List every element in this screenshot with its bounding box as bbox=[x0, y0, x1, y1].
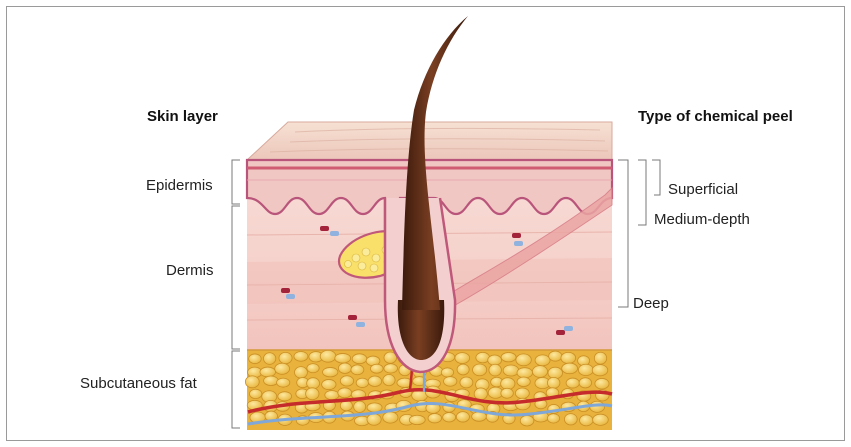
fat-cell bbox=[580, 415, 593, 426]
fat-cell bbox=[549, 351, 562, 361]
fat-cell bbox=[294, 352, 308, 362]
layer-label-subcutaneous-fat: Subcutaneous fat bbox=[80, 375, 197, 392]
peel-depth-brackets bbox=[618, 160, 660, 307]
fat-cell bbox=[383, 412, 398, 423]
fat-cell bbox=[264, 353, 276, 365]
fat-cell bbox=[517, 368, 533, 378]
fat-cell bbox=[443, 413, 456, 422]
fat-cell bbox=[249, 354, 261, 364]
layer-label-epidermis: Epidermis bbox=[146, 177, 213, 194]
fat-cell bbox=[260, 367, 276, 377]
fat-cell bbox=[441, 368, 453, 377]
fat-cell bbox=[455, 353, 470, 364]
fat-cell bbox=[367, 414, 381, 425]
fat-cell bbox=[444, 377, 457, 387]
fat-cell bbox=[516, 354, 531, 366]
fat-cell bbox=[473, 364, 487, 376]
fat-cell bbox=[564, 414, 577, 425]
fat-cell bbox=[501, 388, 513, 398]
fat-cell bbox=[275, 363, 290, 374]
fat-cell bbox=[561, 352, 576, 363]
fat-cell bbox=[501, 352, 516, 361]
fat-cell bbox=[548, 367, 563, 378]
fat-cell bbox=[566, 378, 579, 388]
fat-cell bbox=[578, 364, 593, 375]
fat-cell bbox=[354, 401, 366, 412]
fat-cell bbox=[338, 363, 351, 373]
fat-cell bbox=[325, 390, 339, 399]
fat-cell bbox=[295, 367, 308, 378]
fat-cell bbox=[428, 413, 442, 422]
fat-cell bbox=[264, 376, 279, 386]
fat-cell bbox=[457, 364, 469, 375]
fat-cell bbox=[368, 376, 382, 387]
fat-cell bbox=[307, 378, 320, 389]
skin-layer-heading: Skin layer bbox=[147, 108, 218, 125]
fat-cell bbox=[579, 378, 591, 388]
skin-layer-brackets bbox=[232, 160, 240, 428]
fat-cell bbox=[384, 364, 398, 373]
fat-cell bbox=[520, 416, 534, 427]
fat-cell bbox=[245, 376, 259, 388]
fat-cell bbox=[503, 365, 519, 376]
fat-cell bbox=[547, 377, 560, 388]
fat-cell bbox=[277, 378, 290, 387]
layer-label-dermis: Dermis bbox=[166, 262, 214, 279]
fat-cell bbox=[592, 365, 608, 376]
fat-cell bbox=[460, 377, 473, 388]
fat-cell bbox=[383, 375, 395, 386]
fat-cell bbox=[370, 364, 383, 373]
fat-cell bbox=[517, 377, 530, 386]
fat-cell bbox=[335, 353, 351, 363]
fat-cell bbox=[351, 365, 364, 375]
peel-type-heading: Type of chemical peel bbox=[638, 108, 793, 125]
fat-cell bbox=[323, 367, 338, 376]
skin-surface-top bbox=[247, 122, 612, 160]
fat-cell bbox=[338, 388, 352, 398]
fat-cell bbox=[320, 350, 336, 362]
fat-cell bbox=[593, 414, 609, 425]
fat-cell bbox=[279, 352, 292, 363]
fat-cell bbox=[456, 412, 469, 422]
fat-cell bbox=[306, 388, 319, 400]
fat-cell bbox=[547, 414, 559, 423]
fat-cell bbox=[474, 388, 487, 400]
fat-cell bbox=[488, 355, 502, 365]
fat-cell bbox=[532, 366, 547, 378]
fat-cell bbox=[535, 355, 550, 366]
fat-cell bbox=[367, 403, 382, 412]
fat-cell bbox=[340, 376, 353, 386]
peel-label-superficial: Superficial bbox=[668, 181, 738, 198]
fat-cell bbox=[595, 378, 609, 389]
peel-label-medium-depth: Medium-depth bbox=[654, 211, 750, 228]
fat-cell bbox=[322, 379, 336, 389]
fat-cell bbox=[489, 364, 501, 376]
fat-cell bbox=[278, 392, 292, 401]
fat-cell bbox=[501, 378, 515, 390]
fat-cell bbox=[352, 354, 367, 364]
peel-label-deep: Deep bbox=[633, 295, 669, 312]
fat-cell bbox=[409, 415, 425, 424]
fat-cell bbox=[515, 388, 529, 399]
fat-cell bbox=[594, 352, 606, 364]
fat-cell bbox=[562, 363, 578, 374]
fat-cell bbox=[307, 364, 319, 373]
fat-cell bbox=[249, 389, 261, 398]
fat-cell bbox=[356, 378, 368, 387]
